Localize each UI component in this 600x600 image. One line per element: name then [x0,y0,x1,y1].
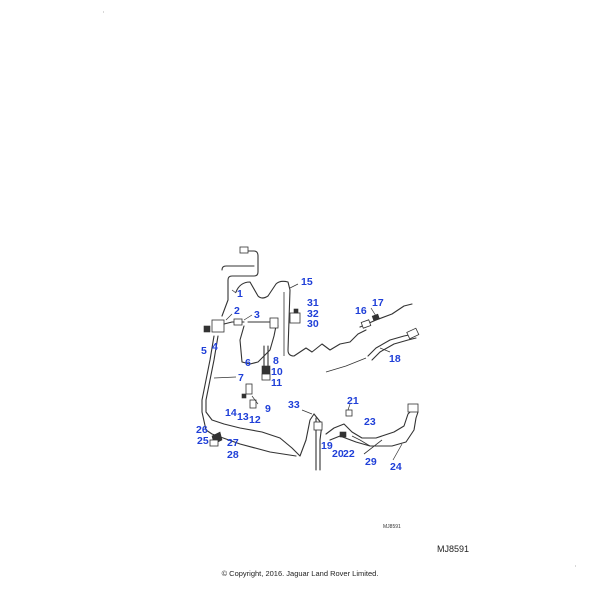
callout-33: 33 [288,399,300,411]
bracket-nut [209,439,219,447]
callout-10: 10 [271,366,283,378]
hose-washer [261,373,271,381]
callout-17: 17 [372,297,384,309]
callout-32: 32 [307,308,319,320]
copyright-notice: © Copyright, 2016. Jaguar Land Rover Lim… [221,569,379,578]
callout-21: 21 [347,395,359,407]
callout-22: 22 [343,448,355,460]
drawing-code-small: MJ8591 [383,524,401,530]
clip-21 [345,409,353,417]
callout-23: 23 [364,416,376,428]
callout-19: 19 [321,440,333,452]
union-nut [233,318,243,326]
dust-cap [249,399,257,409]
callout-28: 28 [227,449,239,461]
callout-12: 12 [249,414,261,426]
callout-1: 1 [237,288,243,300]
callout-15: 15 [301,276,313,288]
drawing-reference: MJ8591 [437,544,470,554]
callout-13: 13 [237,411,249,423]
nut-fitting [371,313,380,322]
hose-nut [261,365,271,375]
callout-25: 25 [197,435,209,447]
leader-lines [213,283,403,461]
callout-26: 26 [196,424,208,436]
callout-labels: 1 2 3 4 5 6 7 8 9 10 11 12 13 14 15 16 1… [196,276,402,473]
callout-3: 3 [254,309,260,321]
callout-2: 2 [234,305,240,317]
callout-7: 7 [238,372,244,384]
callout-27: 27 [227,437,239,449]
pipe-end-fitting [239,246,249,254]
callout-20: 20 [332,448,344,460]
bleed-screw [245,383,253,395]
hose-fitting [269,317,279,329]
callout-9: 9 [265,403,271,415]
callout-24: 24 [390,461,402,473]
callout-18: 18 [389,353,401,365]
callout-5: 5 [201,345,207,357]
union-fitting [360,319,372,329]
small-clip [241,393,247,399]
callout-31: 31 [307,297,319,309]
callout-30: 30 [307,318,319,330]
callout-8: 8 [273,355,279,367]
brake-pipe-drawing [201,246,420,471]
junction-block [211,319,225,333]
callout-29: 29 [365,456,377,468]
mounting-bolt [203,325,211,333]
hose-end [406,327,420,340]
callout-4: 4 [212,341,218,353]
callout-11: 11 [271,377,282,389]
connector [313,421,323,431]
pipe-fitting-right [407,403,419,413]
callout-14: 14 [225,407,237,419]
callout-16: 16 [355,305,367,317]
callout-6: 6 [245,357,251,369]
clip-screw [293,308,299,314]
clip-bracket [289,312,301,324]
union-20 [339,431,347,438]
